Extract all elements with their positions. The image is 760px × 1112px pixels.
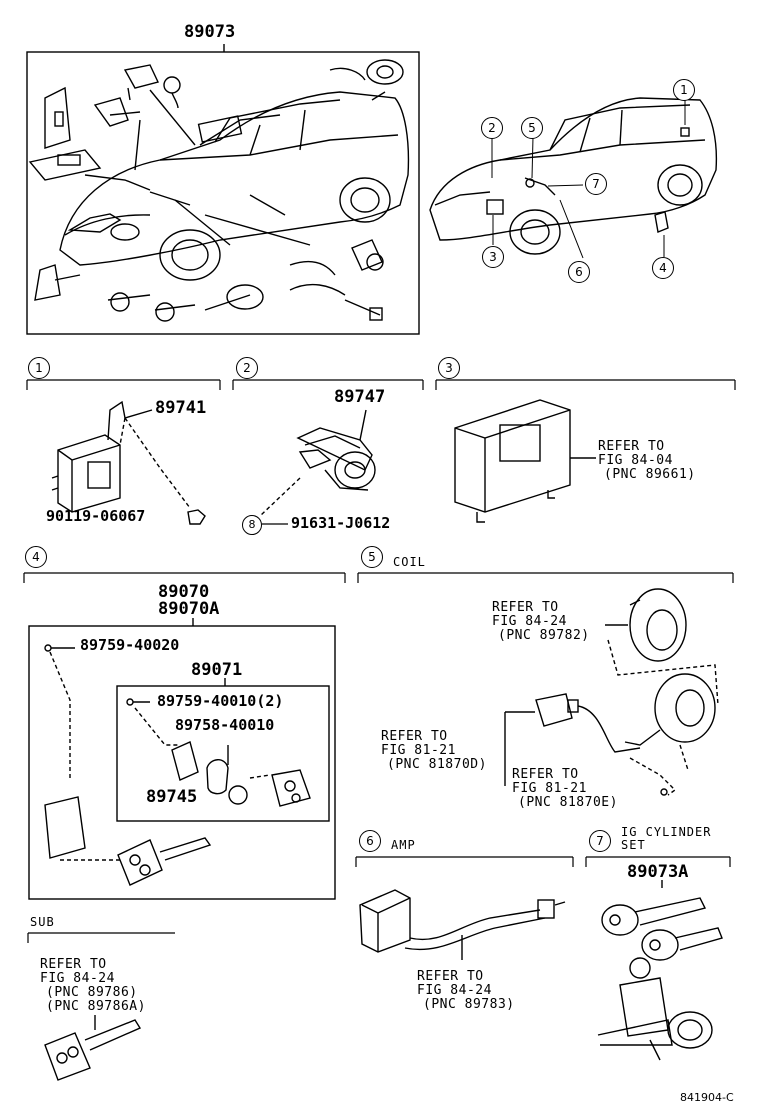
s3-refer-line3: (PNC 89661) <box>604 467 696 482</box>
part-coil-drawing <box>504 588 719 796</box>
part-amp-drawing <box>359 889 566 960</box>
figure-code: 841904-C <box>680 1091 734 1104</box>
part-89759-40010-label: 89759-40010(2) <box>157 692 284 710</box>
s5c-refer-line2: FIG 81-21 <box>512 781 587 796</box>
section7-callout: 7 <box>589 830 611 852</box>
main-assembly-frame <box>26 51 420 335</box>
part-89759-40020-label: 89759-40020 <box>80 636 180 654</box>
part-89073A-drawing <box>597 880 723 1061</box>
part-89747-drawing <box>259 409 376 517</box>
s5b-refer-line1: REFER TO <box>381 729 448 744</box>
part-89745-label: 89745 <box>146 787 198 807</box>
section5-callout: 5 <box>361 546 383 568</box>
sub-refer-line3: (PNC 89786) <box>46 985 138 1000</box>
overview-callout-5: 5 <box>521 117 543 139</box>
overview-callout-3: 3 <box>482 246 504 268</box>
section3-callout: 3 <box>438 357 460 379</box>
part-89741-drawing <box>51 400 206 525</box>
s6-refer-line1: REFER TO <box>417 969 484 984</box>
overview-callout-6: 6 <box>568 261 590 283</box>
s5c-refer-line3: (PNC 81870E) <box>518 795 618 810</box>
bolt-mark: 8 <box>242 515 262 535</box>
part-89070-label: 89070 <box>158 582 210 602</box>
part-91631-J0612-label: 91631-J0612 <box>291 514 391 532</box>
section6-label: AMP <box>391 838 416 852</box>
sub-refer-line4: (PNC 89786A) <box>46 999 146 1014</box>
part-89071-label: 89071 <box>191 660 243 680</box>
sub-refer-line1: REFER TO <box>40 957 107 972</box>
part-89741-label: 89741 <box>155 398 207 418</box>
sub-label: SUB <box>30 915 55 929</box>
s5a-refer-line1: REFER TO <box>492 600 559 615</box>
overview-callout-1: 1 <box>673 79 695 101</box>
s5c-refer-line1: REFER TO <box>512 767 579 782</box>
overview-callout-2: 2 <box>481 117 503 139</box>
s3-refer-line1: REFER TO <box>598 439 665 454</box>
section2-callout: 2 <box>236 357 258 379</box>
right-car-illustration <box>429 97 718 255</box>
s5a-refer-line3: (PNC 89782) <box>498 628 590 643</box>
s6-refer-line3: (PNC 89783) <box>423 997 515 1012</box>
s5a-refer-line2: FIG 84-24 <box>492 614 567 629</box>
section1-callout: 1 <box>28 357 50 379</box>
s3-refer-line2: FIG 84-04 <box>598 453 673 468</box>
section7-label-line1: IG CYLINDER <box>621 825 712 839</box>
part-90119-06067-label: 90119-06067 <box>46 507 146 525</box>
section7-label-line2: SET <box>621 838 646 852</box>
section6-callout: 6 <box>359 830 381 852</box>
section4-parts <box>44 644 311 886</box>
sub-key-drawing <box>44 1015 142 1081</box>
section4-callout: 4 <box>25 546 47 568</box>
main-assembly-part-number: 89073 <box>184 22 236 42</box>
s6-refer-line2: FIG 84-24 <box>417 983 492 998</box>
part-89747-label: 89747 <box>334 387 386 407</box>
part-89073A-label: 89073A <box>627 862 689 882</box>
s5b-refer-line2: FIG 81-21 <box>381 743 456 758</box>
section-brackets <box>23 379 736 943</box>
right-car-leaders <box>491 100 686 259</box>
left-car-illustration <box>28 59 410 322</box>
overview-callout-7: 7 <box>585 173 607 195</box>
part-89070A-label: 89070A <box>158 599 220 619</box>
sub-refer-line2: FIG 84-24 <box>40 971 115 986</box>
part-89758-40010-label: 89758-40010 <box>175 716 275 734</box>
section4-inner-frame <box>116 685 330 822</box>
s5b-refer-line3: (PNC 81870D) <box>387 757 487 772</box>
overview-callout-4: 4 <box>652 257 674 279</box>
section4-outer-frame <box>28 625 336 900</box>
section5-label: COIL <box>393 555 426 569</box>
part-89661-drawing <box>454 399 596 523</box>
